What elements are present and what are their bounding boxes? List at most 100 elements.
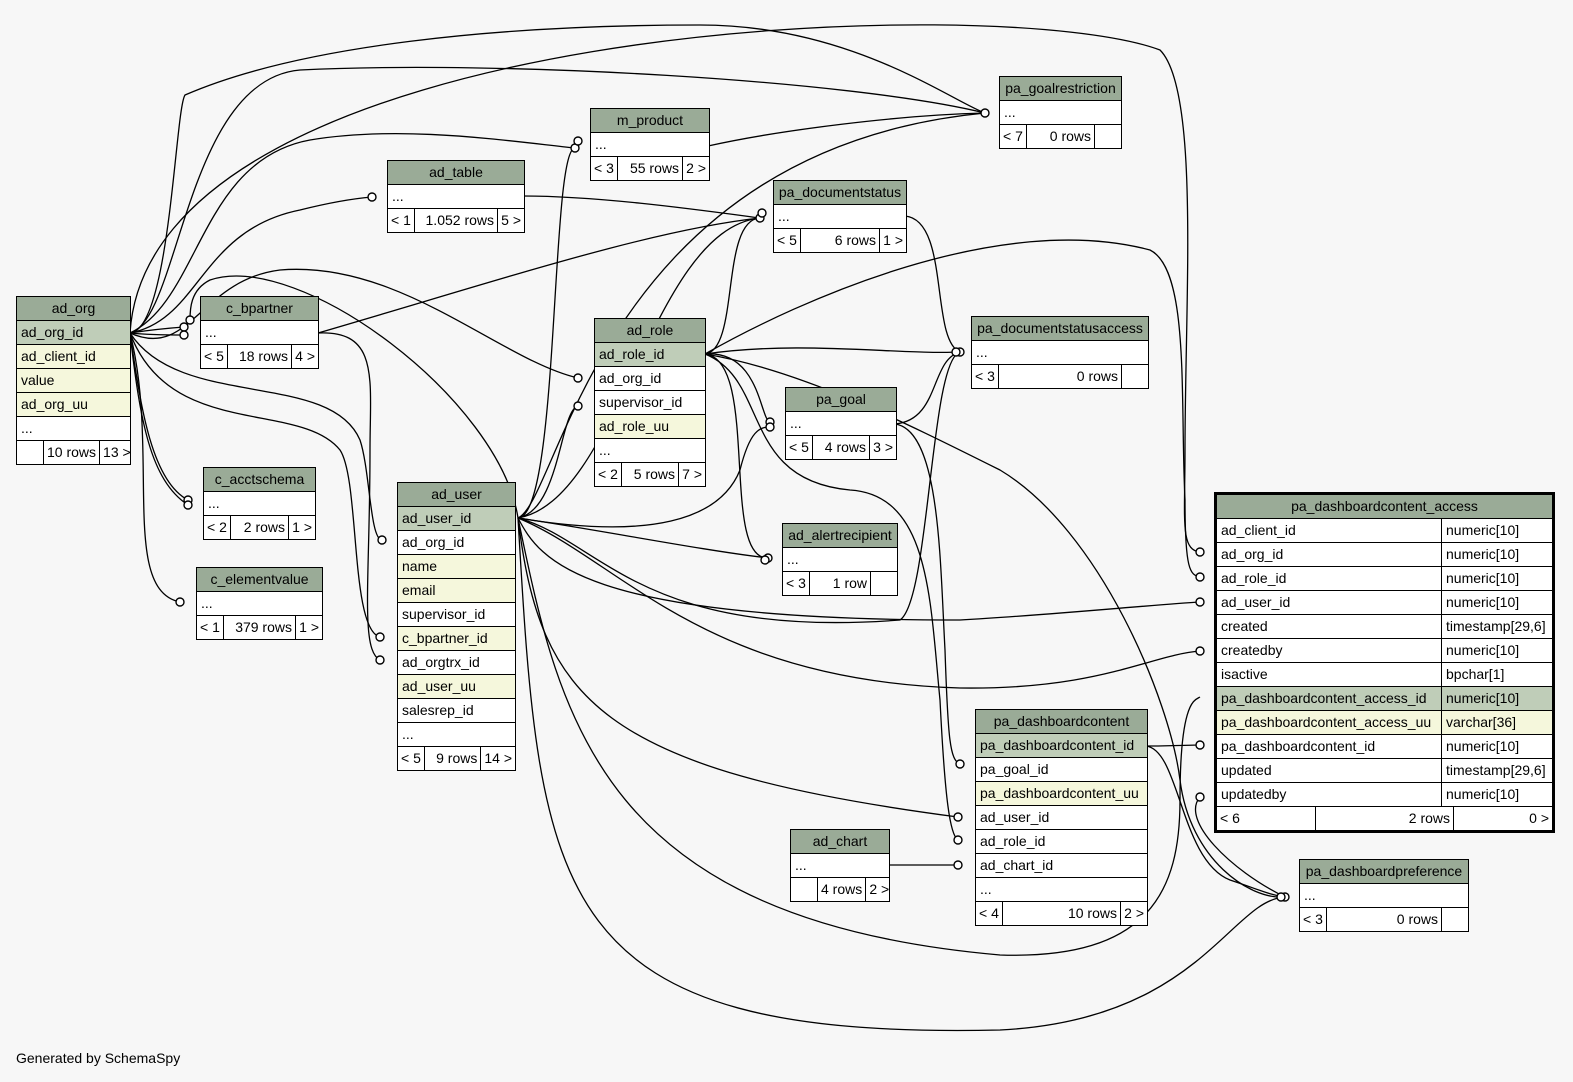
parents-link[interactable]: < 5: [786, 436, 813, 459]
table-header[interactable]: ad_org: [17, 297, 130, 321]
column-row[interactable]: ad_chart_id: [976, 854, 1147, 878]
column-row[interactable]: ...: [204, 492, 315, 516]
table-header[interactable]: ad_alertrecipient: [783, 524, 897, 548]
column-row[interactable]: ad_org_id: [595, 367, 705, 391]
table-header[interactable]: pa_documentstatusaccess: [972, 317, 1148, 341]
parents-link[interactable]: < 7: [1000, 125, 1027, 148]
column-row[interactable]: ...: [201, 321, 318, 345]
parents-link[interactable]: < 3: [972, 365, 999, 388]
parents-link[interactable]: < 1: [388, 209, 415, 232]
children-link[interactable]: 1 >: [299, 619, 319, 635]
column-row[interactable]: supervisor_id: [595, 391, 705, 415]
column-row[interactable]: ...: [786, 412, 896, 436]
table-header[interactable]: pa_dashboardpreference: [1300, 860, 1468, 884]
table-header[interactable]: pa_dashboardcontent: [976, 710, 1147, 734]
column-row[interactable]: ad_role_id: [595, 343, 705, 367]
column-row[interactable]: ad_user_id: [398, 507, 515, 531]
column-row[interactable]: pa_goal_id: [976, 758, 1147, 782]
parents-link[interactable]: < 1: [197, 616, 224, 639]
table-header[interactable]: c_acctschema: [204, 468, 315, 492]
table-header[interactable]: c_elementvalue: [197, 568, 322, 592]
column-row[interactable]: ad_role_id: [976, 830, 1147, 854]
children-link[interactable]: 7 >: [682, 466, 702, 482]
children-link[interactable]: [1442, 908, 1468, 931]
table-header[interactable]: pa_dashboardcontent_access: [1217, 495, 1552, 519]
children-link[interactable]: 2 >: [869, 881, 890, 897]
column-row[interactable]: ...: [791, 854, 889, 878]
column-row[interactable]: value: [17, 369, 130, 393]
column-row[interactable]: ...: [591, 133, 709, 157]
table-header[interactable]: m_product: [591, 109, 709, 133]
children-link[interactable]: 1 >: [883, 232, 903, 248]
children-link[interactable]: 3 >: [873, 439, 893, 455]
column-row[interactable]: ...: [783, 548, 897, 572]
column-row[interactable]: c_bpartner_id: [398, 627, 515, 651]
column-row[interactable]: ad_orgtrx_id: [398, 651, 515, 675]
column-row[interactable]: ...: [1000, 101, 1121, 125]
column-row[interactable]: ...: [972, 341, 1148, 365]
column-row[interactable]: ad_org_id: [398, 531, 515, 555]
parents-link[interactable]: < 3: [783, 572, 810, 595]
column-row[interactable]: ...: [1300, 884, 1468, 908]
children-link[interactable]: 5 >: [501, 212, 521, 228]
table-header[interactable]: ad_role: [595, 319, 705, 343]
column-row[interactable]: ...: [197, 592, 322, 616]
column-row[interactable]: ...: [976, 878, 1147, 902]
column-row[interactable]: ad_role_uu: [595, 415, 705, 439]
parents-link[interactable]: [17, 441, 44, 464]
table-header[interactable]: pa_documentstatus: [774, 181, 906, 205]
children-link[interactable]: [1122, 365, 1148, 388]
column-row[interactable]: ad_client_id: [17, 345, 130, 369]
children-link[interactable]: [871, 572, 897, 595]
children-link[interactable]: 13 >: [103, 444, 131, 460]
parents-link[interactable]: < 3: [591, 157, 618, 180]
parents-link[interactable]: < 2: [204, 516, 231, 539]
children-link[interactable]: 2 >: [1124, 905, 1144, 921]
parents-link[interactable]: < 6: [1217, 807, 1316, 830]
table-header[interactable]: pa_goalrestriction: [1000, 77, 1121, 101]
children-link[interactable]: 14 >: [484, 750, 512, 766]
parents-link[interactable]: < 5: [201, 345, 228, 368]
column-row[interactable]: ad_user_uu: [398, 675, 515, 699]
column-row[interactable]: email: [398, 579, 515, 603]
column-row[interactable]: ...: [398, 723, 515, 747]
children-link[interactable]: 1 >: [292, 519, 312, 535]
children-link[interactable]: [1095, 125, 1121, 148]
table-header[interactable]: ad_chart: [791, 830, 889, 854]
column-row[interactable]: pa_dashboardcontent_id: [976, 734, 1147, 758]
parents-link[interactable]: < 3: [1300, 908, 1327, 931]
children-link[interactable]: 0 >: [1529, 810, 1549, 826]
column-row[interactable]: ...: [595, 439, 705, 463]
column-row[interactable]: salesrep_id: [398, 699, 515, 723]
children-link[interactable]: 2 >: [686, 160, 706, 176]
parents-link[interactable]: < 5: [774, 229, 801, 252]
column-row[interactable]: pa_dashboardcontent_uu: [976, 782, 1147, 806]
column-row[interactable]: ...: [17, 417, 130, 441]
table-header[interactable]: pa_goal: [786, 388, 896, 412]
column-row[interactable]: name: [398, 555, 515, 579]
column-row[interactable]: ad_user_id: [976, 806, 1147, 830]
column-row[interactable]: supervisor_id: [398, 603, 515, 627]
children-link[interactable]: 4 >: [295, 348, 315, 364]
parents-link[interactable]: < 2: [595, 463, 622, 486]
table-header[interactable]: ad_table: [388, 161, 524, 185]
parents-link[interactable]: [791, 878, 818, 901]
column-row[interactable]: ad_org_id: [17, 321, 130, 345]
column-row[interactable]: ...: [774, 205, 906, 229]
column-row[interactable]: ad_org_uu: [17, 393, 130, 417]
table-header[interactable]: c_bpartner: [201, 297, 318, 321]
table-header[interactable]: ad_user: [398, 483, 515, 507]
parents-link[interactable]: < 4: [976, 902, 1003, 925]
